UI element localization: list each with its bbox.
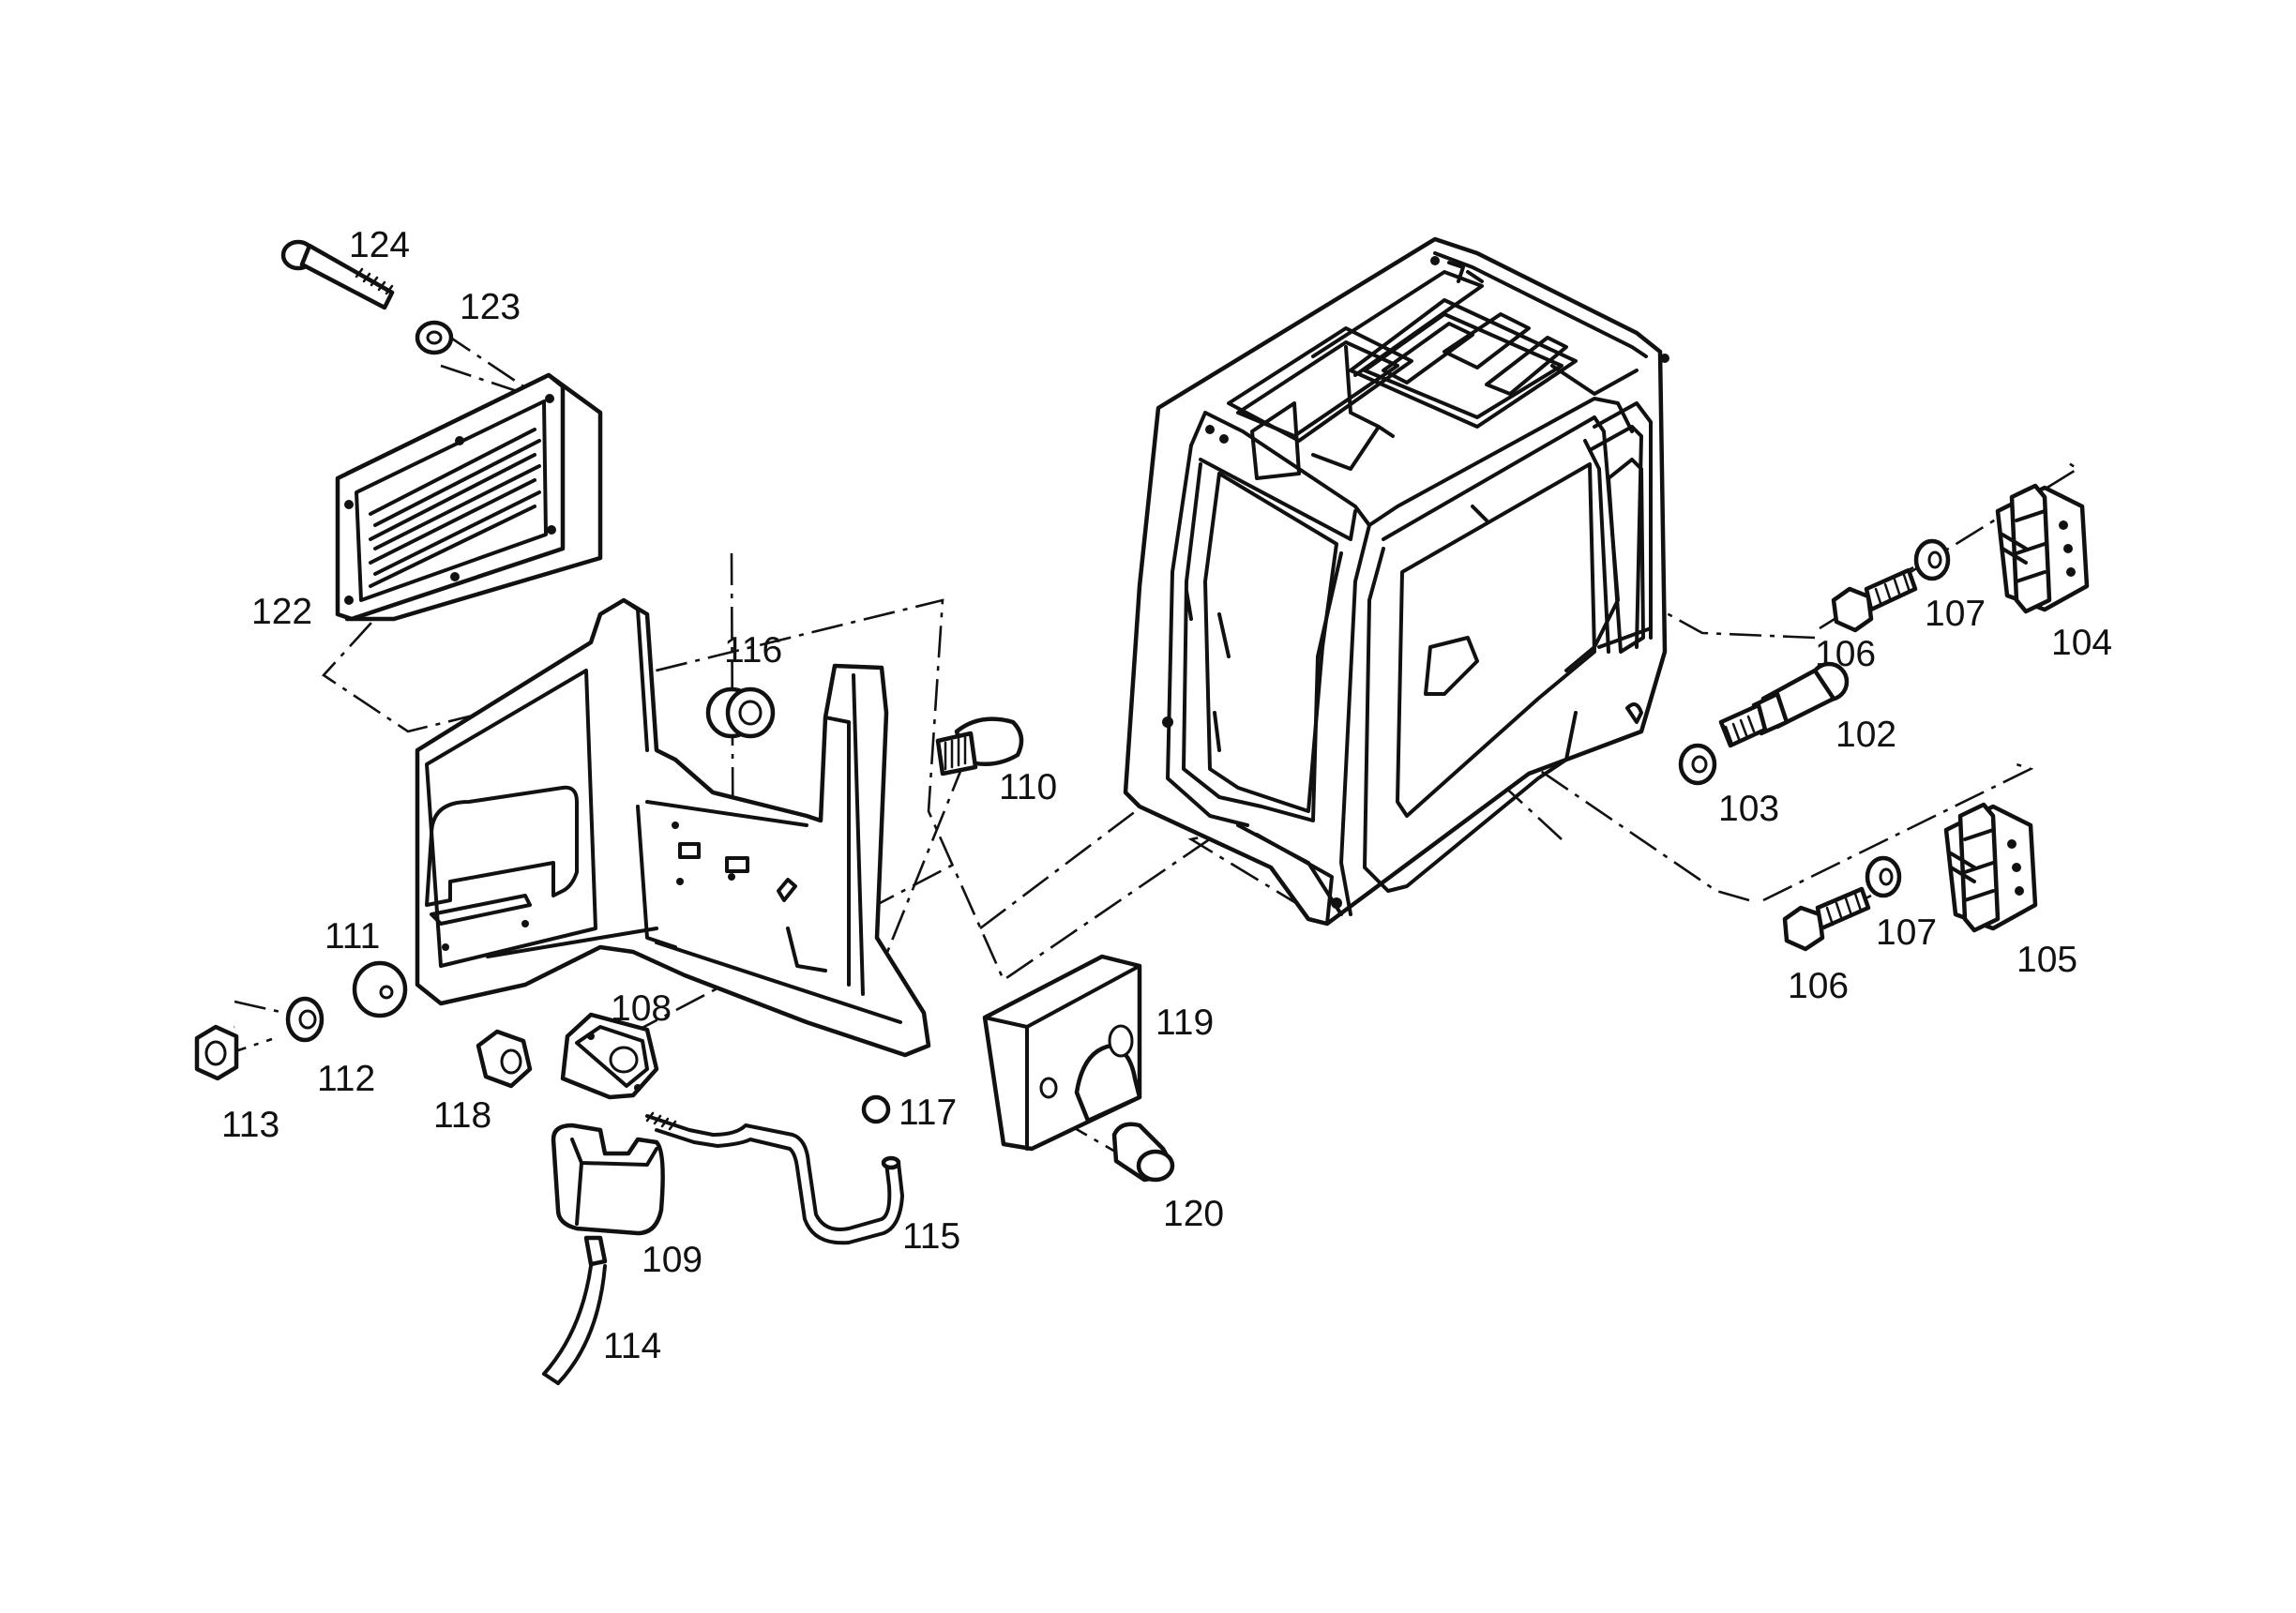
callout-116: 116	[724, 630, 782, 671]
part-107-washer-upper	[1913, 538, 1951, 581]
callout-107-lower: 107	[1876, 912, 1937, 953]
part-108-bracket	[560, 1012, 659, 1100]
callout-104: 104	[2051, 623, 2112, 663]
callout-108: 108	[611, 988, 672, 1029]
callout-103: 103	[1718, 789, 1779, 829]
part-109-cup	[551, 1123, 665, 1236]
callout-119: 119	[1156, 1002, 1214, 1043]
callout-111: 111	[325, 916, 380, 957]
part-124-bolt	[280, 239, 395, 310]
callout-120: 120	[1163, 1194, 1224, 1234]
callout-105: 105	[2017, 940, 2077, 980]
callout-107-upper: 107	[1925, 594, 1986, 634]
part-110-knob	[935, 716, 1024, 776]
part-107-washer-lower	[1865, 855, 1902, 898]
callout-106-upper: 106	[1815, 634, 1876, 674]
callout-109: 109	[642, 1240, 702, 1280]
callout-118: 118	[433, 1095, 491, 1136]
callout-117: 117	[899, 1093, 957, 1133]
part-111-washer	[352, 960, 408, 1018]
callout-106-lower: 106	[1788, 966, 1849, 1006]
callout-122: 122	[251, 592, 312, 632]
callout-102: 102	[1835, 715, 1896, 755]
callout-113: 113	[221, 1105, 279, 1145]
part-118-nut	[476, 1029, 533, 1089]
part-103-washer	[1678, 743, 1717, 786]
callout-112: 112	[317, 1059, 375, 1099]
part-105-hinge	[1943, 802, 2038, 933]
part-113-hex-nut	[194, 1024, 239, 1081]
callout-labels: 124 123 122 116 110 111 112 113 108 118 …	[221, 225, 2112, 1366]
callout-124: 124	[349, 225, 410, 265]
part-117-ball	[861, 1094, 891, 1124]
part-114-hose	[542, 1235, 608, 1385]
part-106-hex-bolt-upper	[1831, 567, 1918, 633]
part-102-bolt	[1718, 661, 1850, 748]
callout-110: 110	[999, 767, 1057, 807]
part-104-hinge	[1995, 483, 2090, 614]
part-123-washer	[415, 320, 454, 355]
callout-114: 114	[603, 1326, 661, 1366]
callout-123: 123	[460, 287, 521, 327]
part-115-tube	[645, 1111, 904, 1245]
part-116-grommet	[705, 686, 776, 739]
part-119-block	[982, 954, 1142, 1152]
part-106-hex-bolt-lower	[1782, 886, 1871, 952]
cab-frame	[1123, 236, 1669, 927]
side-trim-panel	[415, 597, 931, 1058]
part-112-lock-washer	[285, 996, 325, 1043]
callout-115: 115	[902, 1216, 960, 1257]
part-120-plug	[1111, 1122, 1175, 1183]
part-122-vent-cover	[335, 372, 603, 622]
